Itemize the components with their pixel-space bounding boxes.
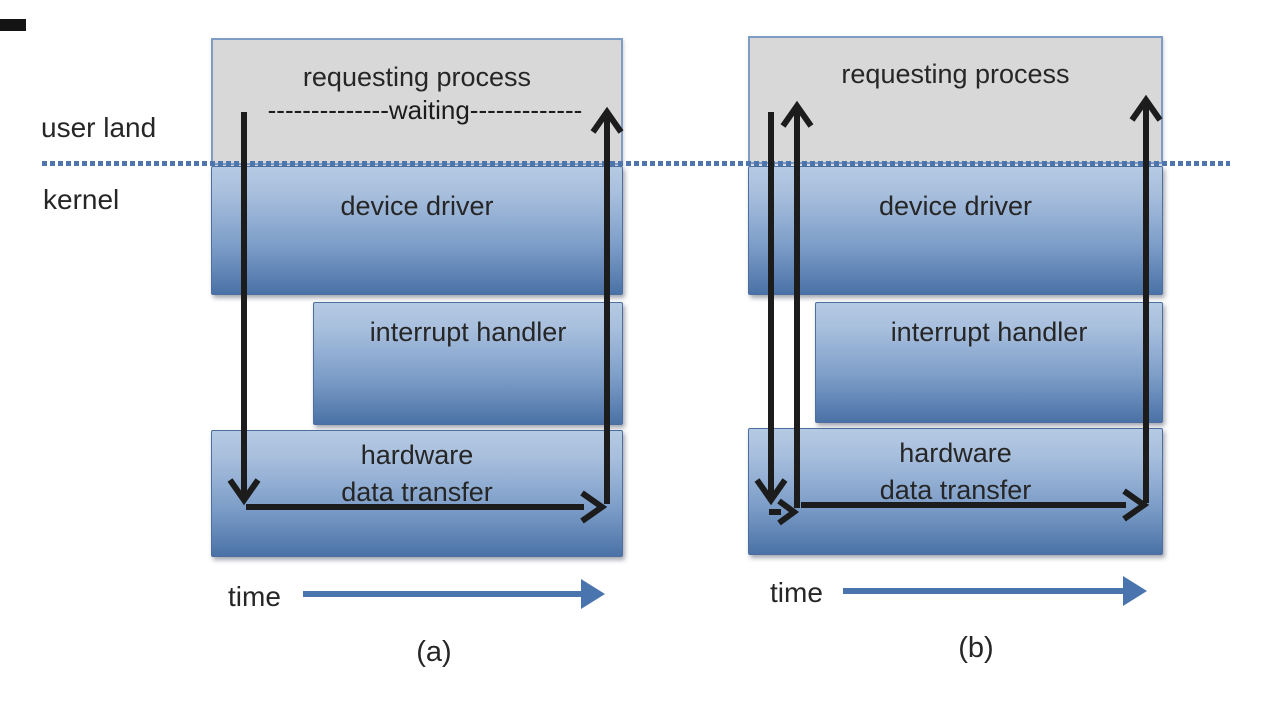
device-driver-box-a: device driver [211,166,623,295]
data-transfer-label-b: data transfer [879,475,1032,505]
requesting-process-label-a: requesting process [302,62,532,92]
device-driver-label-a: device driver [340,191,494,221]
requesting-process-label-b: requesting process [841,59,1070,89]
device-driver-box-b: device driver [748,166,1163,295]
hardware-label-b: hardware [899,438,1012,468]
device-driver-label-b: device driver [878,191,1033,221]
user-land-label: user land [41,112,157,143]
kernel-label: kernel [43,184,120,215]
data-transfer-label-a: data transfer [341,477,493,507]
interrupt-handler-box-b: interrupt handler [815,302,1163,423]
requesting-process-box-b: requesting process [748,36,1163,164]
waiting-dashed-label-a: --------------waiting------------- [267,95,583,125]
time-label-b: time [770,577,823,608]
interrupt-handler-label-b: interrupt handler [890,317,1088,347]
hardware-label-a: hardware [360,440,474,470]
hardware-data-transfer-box-a: hardware data transfer [211,430,623,557]
interrupt-handler-label-a: interrupt handler [369,317,567,347]
scan-artifact-mark [0,19,26,31]
requesting-process-box-a: requesting process [211,38,623,165]
user-kernel-boundary-dotted-line [42,161,1230,166]
caption-a: (a) [416,636,452,668]
time-arrow-a [303,579,605,609]
interrupt-handler-box-a: interrupt handler [313,302,623,425]
hardware-data-transfer-box-b: hardware data transfer [748,428,1163,555]
time-arrow-b [843,576,1147,606]
time-label-a: time [228,581,281,612]
caption-b: (b) [958,632,994,664]
